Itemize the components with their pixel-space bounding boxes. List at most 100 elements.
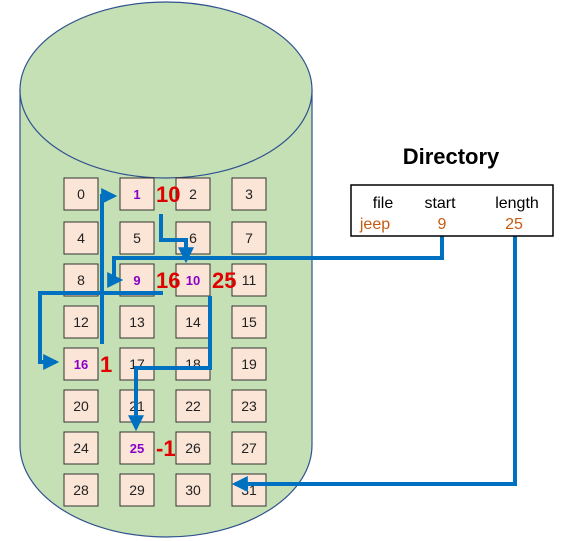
block-box xyxy=(175,473,211,507)
block-number: 8 xyxy=(77,272,85,288)
block-box xyxy=(231,431,267,465)
block-1: 1 xyxy=(119,177,155,211)
block-number: 15 xyxy=(241,314,257,330)
block-number: 2 xyxy=(189,186,197,202)
block-number: 19 xyxy=(241,356,257,372)
next-pointer-label: 1 xyxy=(100,352,112,377)
block-2: 2 xyxy=(175,177,211,211)
directory-entry-start: 9 xyxy=(438,216,447,233)
block-9: 9 xyxy=(119,263,155,297)
block-box xyxy=(175,263,211,297)
block-box xyxy=(175,305,211,339)
block-box xyxy=(119,263,155,297)
block-number: 20 xyxy=(73,398,89,414)
block-number: 10 xyxy=(186,273,200,288)
next-pointer-label: 16 xyxy=(156,268,180,293)
block-number: 7 xyxy=(245,230,253,246)
block-7: 7 xyxy=(231,221,267,255)
block-number: 5 xyxy=(133,230,141,246)
block-number: 27 xyxy=(241,440,257,456)
block-0: 0 xyxy=(63,177,99,211)
block-number: 28 xyxy=(73,482,89,498)
block-box xyxy=(63,473,99,507)
block-8: 8 xyxy=(63,263,99,297)
block-number: 22 xyxy=(185,398,201,414)
block-3: 3 xyxy=(231,177,267,211)
directory-entry-file: jeep xyxy=(359,216,390,233)
block-box xyxy=(119,431,155,465)
block-12: 12 xyxy=(63,305,99,339)
arrow-icon xyxy=(231,232,517,492)
block-27: 27 xyxy=(231,431,267,465)
directory-header-file: file xyxy=(373,195,394,212)
block-5: 5 xyxy=(119,221,155,255)
block-box xyxy=(63,263,99,297)
block-15: 15 xyxy=(231,305,267,339)
disk-cylinder-top xyxy=(19,1,313,179)
directory-entry-length: 25 xyxy=(505,216,523,233)
block-box xyxy=(175,389,211,423)
block-10: 10 xyxy=(175,263,211,297)
block-26: 26 xyxy=(175,431,211,465)
arrow-icon xyxy=(159,214,194,264)
block-14: 14 xyxy=(175,305,211,339)
block-number: 23 xyxy=(241,398,257,414)
block-box xyxy=(119,305,155,339)
block-box xyxy=(119,473,155,507)
arrow-icon xyxy=(128,296,212,432)
block-box xyxy=(63,221,99,255)
block-30: 30 xyxy=(175,473,211,507)
block-number: 14 xyxy=(185,314,201,330)
block-number: 30 xyxy=(185,482,201,498)
block-box xyxy=(63,431,99,465)
block-13: 13 xyxy=(119,305,155,339)
block-20: 20 xyxy=(63,389,99,423)
block-box xyxy=(63,177,99,211)
block-box xyxy=(231,347,267,381)
block-24: 24 xyxy=(63,431,99,465)
block-number: 11 xyxy=(242,272,257,288)
block-number: 3 xyxy=(245,186,253,202)
block-number: 25 xyxy=(130,441,144,456)
directory-table xyxy=(350,184,554,237)
block-box xyxy=(63,347,99,381)
block-22: 22 xyxy=(175,389,211,423)
block-number: 29 xyxy=(129,482,145,498)
directory-header-length: length xyxy=(495,195,539,212)
block-box xyxy=(175,431,211,465)
block-19: 19 xyxy=(231,347,267,381)
block-box xyxy=(119,177,155,211)
block-11: 11 xyxy=(231,263,267,297)
block-number: 4 xyxy=(77,230,85,246)
block-box xyxy=(175,347,211,381)
block-number: 6 xyxy=(189,230,197,246)
block-box xyxy=(119,221,155,255)
next-pointer-label: 10 xyxy=(156,182,180,207)
block-box xyxy=(63,389,99,423)
directory: Directory file start length jeep 9 25 xyxy=(350,144,554,237)
block-number: 12 xyxy=(73,314,89,330)
block-number: 24 xyxy=(73,440,89,456)
block-18: 18 xyxy=(175,347,211,381)
block-box xyxy=(231,305,267,339)
next-pointer-label: 25 xyxy=(212,268,236,293)
block-31: 31 xyxy=(231,473,267,507)
block-number: 1 xyxy=(133,187,140,202)
block-number: 0 xyxy=(77,186,85,202)
block-box xyxy=(231,221,267,255)
directory-header-start: start xyxy=(424,195,456,212)
block-29: 29 xyxy=(119,473,155,507)
block-23: 23 xyxy=(231,389,267,423)
block-28: 28 xyxy=(63,473,99,507)
block-box xyxy=(231,177,267,211)
arrow-icon xyxy=(100,188,118,344)
block-box xyxy=(175,177,211,211)
block-4: 4 xyxy=(63,221,99,255)
block-box xyxy=(231,263,267,297)
block-box xyxy=(231,389,267,423)
block-number: 9 xyxy=(133,273,140,288)
next-pointer-label: -1 xyxy=(156,436,176,461)
block-number: 16 xyxy=(74,357,88,372)
